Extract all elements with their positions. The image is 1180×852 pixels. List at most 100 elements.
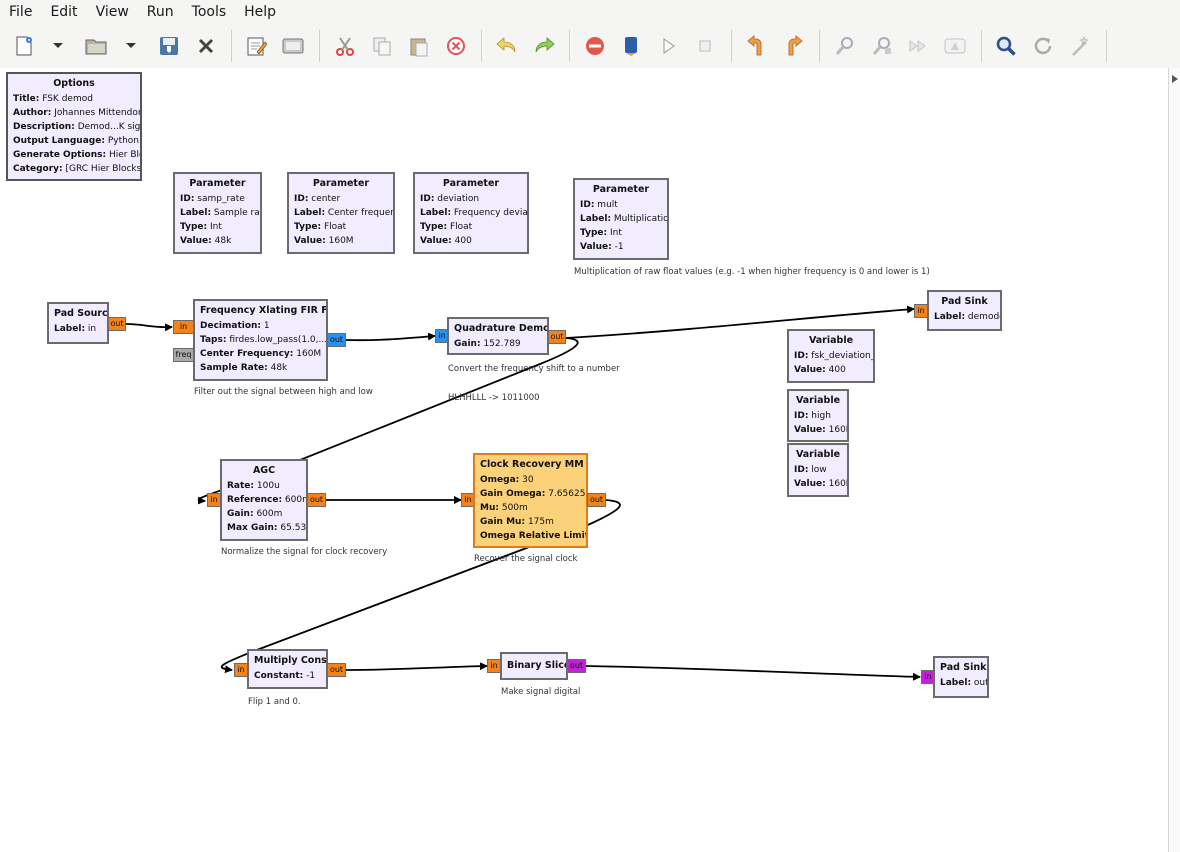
search-icon[interactable] xyxy=(992,32,1020,60)
block-param: Rate: 100u xyxy=(227,481,280,491)
wand-icon[interactable] xyxy=(1066,32,1094,60)
agc-out-port[interactable]: out xyxy=(307,493,326,507)
skip-icon[interactable] xyxy=(904,32,932,60)
pad-sink-demod-in-port[interactable]: in xyxy=(914,304,928,318)
agc-in-port[interactable]: in xyxy=(207,493,221,507)
block-param: Output Language: Python xyxy=(13,136,140,146)
block-param: Gain Omega: 7.65625m xyxy=(480,489,586,499)
block-param: Label: Center frequency xyxy=(294,208,393,218)
parameter-block-mult[interactable]: Parameter ID: mult Label: Multiplication… xyxy=(573,178,669,260)
parameter-block-center[interactable]: Parameter ID: center Label: Center frequ… xyxy=(287,172,395,254)
block-param: ID: high xyxy=(794,411,831,421)
wire-slicer-to-sink xyxy=(585,665,921,681)
new-dropdown-icon[interactable] xyxy=(44,32,72,60)
close-icon[interactable] xyxy=(192,32,220,60)
menu-edit[interactable]: Edit xyxy=(50,4,78,20)
variable-block-fsk-deviation[interactable]: Variable ID: fsk_deviation_hz Value: 400 xyxy=(787,329,875,383)
parameter-block-deviation[interactable]: Parameter ID: deviation Label: Frequency… xyxy=(413,172,529,254)
quadrature-demod-block[interactable]: Quadrature Demod Gain: 152.789 xyxy=(447,317,549,355)
slicer-out-port[interactable]: out xyxy=(567,659,586,673)
freq-xlating-fir-filter-block[interactable]: Frequency Xlating FIR Filter Decimation:… xyxy=(193,299,328,381)
block-param: Label: in xyxy=(54,324,97,334)
new-icon[interactable] xyxy=(10,32,38,60)
zoom-find-icon[interactable] xyxy=(831,32,859,60)
menu-help[interactable]: Help xyxy=(244,4,277,20)
slicer-in-port[interactable]: in xyxy=(487,659,501,673)
binary-slicer-block[interactable]: Binary Slicer xyxy=(500,652,568,680)
block-param: Type: Float xyxy=(420,222,473,232)
block-title: Pad Sink xyxy=(941,296,988,307)
agc-block[interactable]: AGC Rate: 100u Reference: 600m Gain: 600… xyxy=(220,459,308,541)
block-title: Parameter xyxy=(592,184,650,195)
pad-sink-out-block[interactable]: Pad Sink Label: out xyxy=(933,656,989,698)
block-param: Description: Demod...K signal xyxy=(13,122,141,132)
variable-block-low[interactable]: Variable ID: low Value: 160M xyxy=(787,443,849,497)
menu-tools[interactable]: Tools xyxy=(191,4,227,20)
delete-icon[interactable] xyxy=(442,32,470,60)
block-param: Type: Int xyxy=(580,228,622,238)
block-param: Label: demoded xyxy=(934,312,1000,322)
rotate-cw-icon[interactable] xyxy=(780,32,808,60)
rotate-ccw-icon[interactable] xyxy=(742,32,770,60)
options-block[interactable]: Options Title: FSK demod Author: Johanne… xyxy=(6,72,142,181)
block-param: ID: mult xyxy=(580,200,618,210)
xlating-out-port[interactable]: out xyxy=(327,333,346,347)
multiply-const-block[interactable]: Multiply Const Constant: -1 xyxy=(247,649,328,689)
connection-wires xyxy=(125,305,921,681)
flowgraph-canvas[interactable]: Options Title: FSK demod Author: Johanne… xyxy=(0,68,1168,852)
pad-sink-demoded-block[interactable]: Pad Sink Label: demoded xyxy=(927,290,1002,331)
execute-icon[interactable] xyxy=(654,32,682,60)
clock-out-port[interactable]: out xyxy=(587,493,606,507)
wire-xlating-to-quad xyxy=(345,332,436,342)
kill-icon[interactable] xyxy=(691,32,719,60)
scroll-arrow-icon[interactable] xyxy=(1172,75,1178,83)
menu-run[interactable]: Run xyxy=(146,4,174,20)
open-icon[interactable] xyxy=(82,32,110,60)
block-param: Value: 48k xyxy=(180,236,232,246)
undo-icon[interactable] xyxy=(493,32,521,60)
wire-mconst-to-slicer xyxy=(345,662,488,671)
block-param: Taps: firdes.low_pass(1.0,... xyxy=(200,335,328,345)
block-comment: Normalize the signal for clock recovery xyxy=(221,547,388,557)
menu-view[interactable]: View xyxy=(95,4,129,20)
pad-source-block[interactable]: Pad Source Label: in xyxy=(47,302,109,344)
block-param: Value: 160M xyxy=(794,425,847,435)
parameter-block-samp-rate[interactable]: Parameter ID: samp_rate Label: Sample ra… xyxy=(173,172,262,254)
clock-recovery-mm-block[interactable]: Clock Recovery MM Omega: 30 Gain Omega: … xyxy=(473,453,588,548)
xlating-freq-port[interactable]: freq xyxy=(173,348,194,362)
paste-icon[interactable] xyxy=(405,32,433,60)
vertical-scrollbar[interactable] xyxy=(1168,68,1180,852)
variable-block-high[interactable]: Variable ID: high Value: 160M xyxy=(787,389,849,442)
mconst-out-port[interactable]: out xyxy=(327,663,346,677)
block-title: Frequency Xlating FIR Filter xyxy=(200,305,328,316)
open-dropdown-icon[interactable] xyxy=(117,32,145,60)
copy-icon[interactable] xyxy=(368,32,396,60)
block-param: Type: Int xyxy=(180,222,222,232)
cut-icon[interactable] xyxy=(331,32,359,60)
edit-icon[interactable] xyxy=(242,32,270,60)
generate-icon[interactable] xyxy=(617,32,645,60)
redo-icon[interactable] xyxy=(530,32,558,60)
block-comment: Filter out the signal between high and l… xyxy=(194,387,373,397)
wire-clock-to-mconst xyxy=(220,499,621,674)
mconst-in-port[interactable]: in xyxy=(234,663,248,677)
menu-file[interactable]: File xyxy=(9,4,33,20)
screenshot-icon[interactable] xyxy=(279,32,307,60)
block-title: Variable xyxy=(795,395,841,406)
stop-icon[interactable] xyxy=(581,32,609,60)
pad-source-out-port[interactable]: out xyxy=(108,317,126,331)
save-icon[interactable] xyxy=(155,32,183,60)
error-icon[interactable] xyxy=(941,32,969,60)
block-title: Parameter xyxy=(312,178,370,189)
xlating-in-port[interactable]: in xyxy=(173,320,194,334)
quad-out-port[interactable]: out xyxy=(548,330,566,344)
block-title: Variable xyxy=(808,335,854,346)
block-comment: Flip 1 and 0. xyxy=(248,697,301,707)
reload-icon[interactable] xyxy=(1029,32,1057,60)
block-title: Options xyxy=(53,78,95,89)
block-param: Author: Johannes Mittendorfer xyxy=(13,108,142,118)
zoom-selection-icon[interactable] xyxy=(868,32,896,60)
block-title: Variable xyxy=(795,449,841,460)
toolbar xyxy=(0,24,1180,69)
block-param: Max Gain: 65.536k xyxy=(227,523,307,533)
